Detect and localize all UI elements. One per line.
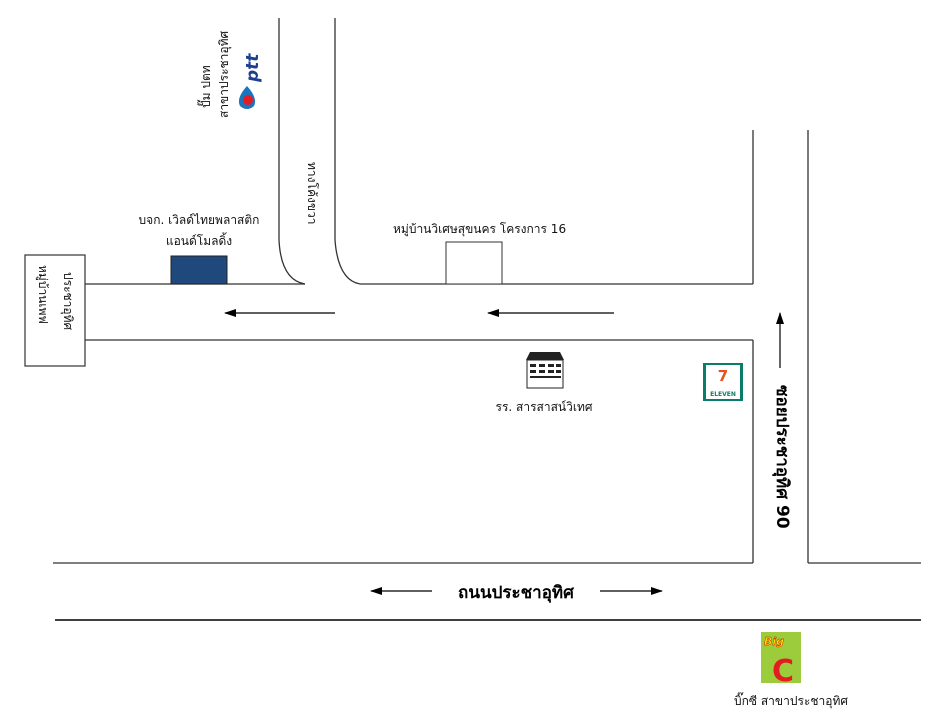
main-road-label: ถนนประชาอุทิศ xyxy=(458,583,575,603)
bigc-logo: Big C xyxy=(761,632,801,689)
bigc-logo-big: Big xyxy=(764,635,784,648)
factory-name-2: แอนด์โมลดิ้ง xyxy=(166,232,232,248)
village-project-label: หมู่บ้านวิเศษสุขนคร โครงการ 16 xyxy=(393,222,566,237)
ptt-name: ปั๊ม ปตท xyxy=(197,65,213,108)
ptt-logo-text: ptt xyxy=(243,53,263,83)
inner-road xyxy=(85,283,753,341)
seven-eleven-number: 7 xyxy=(718,367,728,385)
village-left-line1: หมู่บ้านเพฟ xyxy=(35,265,50,324)
soi-road xyxy=(752,130,809,563)
bigc-logo-c: C xyxy=(772,654,794,689)
factory-name: บจก. เวิลด์ไทยพลาสติก xyxy=(139,213,260,227)
ptt-branch: สาขาประชาอุทิศ xyxy=(217,30,232,118)
ptt-station: ปั๊ม ปตท สาขาประชาอุทิศ ptt xyxy=(197,30,263,118)
main-road xyxy=(53,562,921,621)
factory-building xyxy=(170,255,228,285)
school-label: รร. สารสาสน์วิเทศ xyxy=(496,400,593,414)
village-left-box: หมู่บ้านเพฟ ประชาอุทิศ xyxy=(24,254,86,367)
ptt-logo: ptt xyxy=(232,40,263,112)
seven-eleven-logo: 7 ELEVEN xyxy=(703,363,743,401)
village-project-gate xyxy=(445,241,503,285)
curve-label: ทางโค้งขวา xyxy=(305,162,319,225)
soi-label: ซอยประชาอุทิศ 90 xyxy=(772,385,792,529)
school-icon xyxy=(526,352,564,389)
side-road-curve xyxy=(278,18,361,285)
bigc-label: บิ๊กซี สาขาประชาอุทิศ xyxy=(734,692,848,709)
village-left-line2: ประชาอุทิศ xyxy=(60,272,75,331)
seven-eleven-text: ELEVEN xyxy=(710,391,736,398)
